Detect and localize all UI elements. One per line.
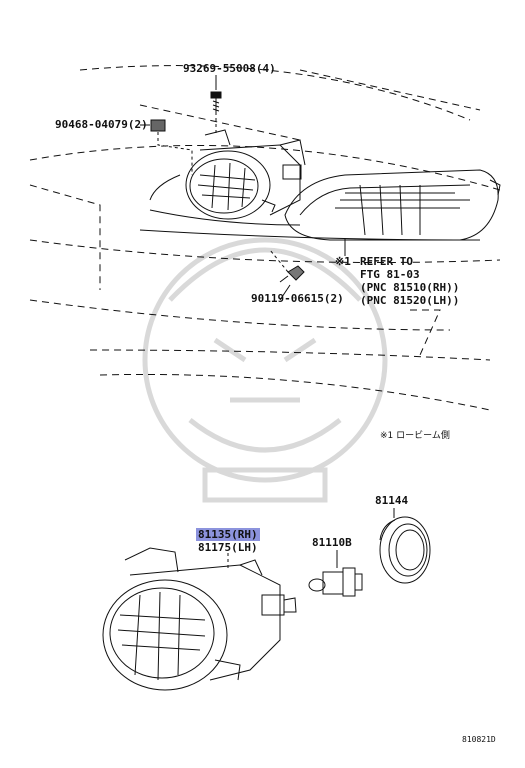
- part-label-seal[interactable]: 81144: [375, 494, 409, 507]
- clip-icon: [140, 119, 193, 175]
- part-label-fog-lamp-rh[interactable]: 81135(RH): [196, 528, 260, 541]
- part-label-bulb[interactable]: 81110B: [312, 536, 352, 549]
- watermark-seal: [142, 237, 388, 503]
- bolt-icon: [210, 75, 222, 135]
- note-line1: REFER TO: [360, 255, 413, 268]
- part-label-fog-lamp-lh[interactable]: 81175(LH): [198, 541, 258, 554]
- bulb-icon: [308, 550, 363, 597]
- seal-ring-icon: [379, 508, 431, 584]
- note-mark: ※1: [335, 255, 351, 268]
- note-low-beam-side: ※1 ロービーム側: [380, 431, 450, 441]
- headlamp-assembly: [284, 169, 501, 241]
- part-label-bolt: 93269-55008(4): [183, 62, 276, 75]
- screw-icon: [269, 249, 305, 301]
- fog-lamp-exploded: [102, 547, 297, 691]
- part-label-clip: 90468-04079(2): [55, 118, 148, 131]
- car-body-lines: [29, 65, 501, 411]
- note-line3: (PNC 81510(RH)): [360, 281, 460, 294]
- note-line4: (PNC 81520(LH)): [360, 294, 460, 307]
- diagram-code: 810821D: [462, 735, 496, 744]
- part-label-screw: 90119-06615(2): [251, 292, 344, 305]
- fog-lamp-installed: [185, 129, 306, 220]
- note-line2: FTG 81-03: [360, 268, 420, 281]
